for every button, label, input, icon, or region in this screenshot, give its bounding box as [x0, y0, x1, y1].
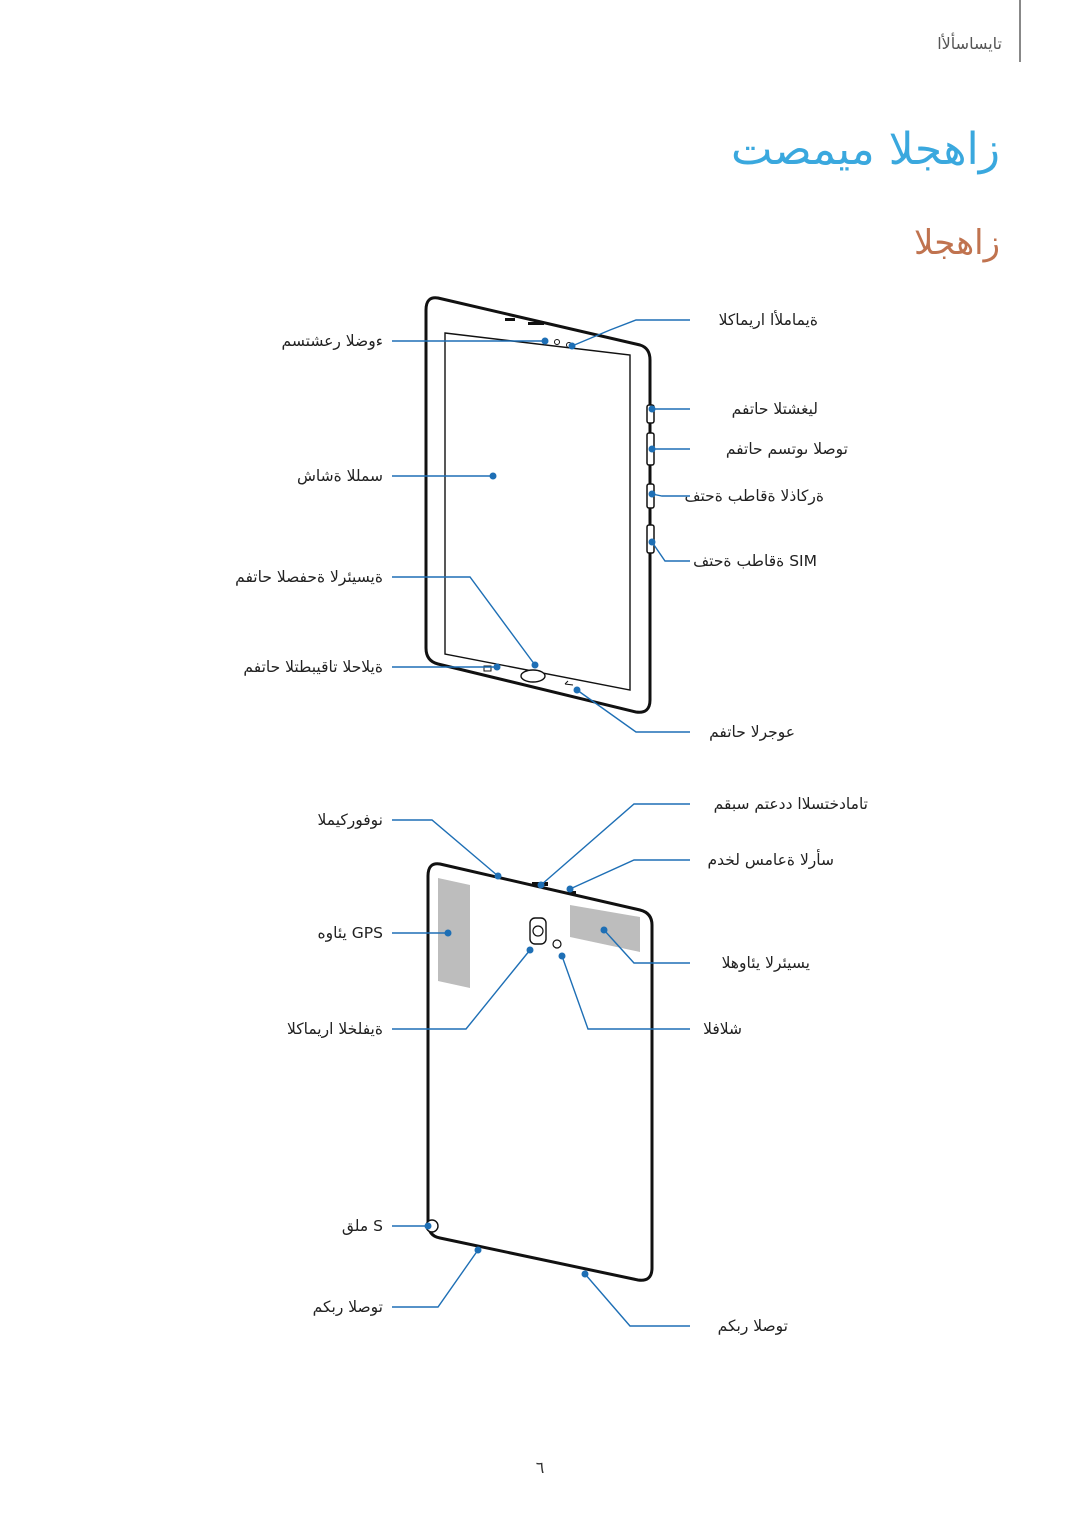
flash [552, 939, 562, 949]
label-rear-camera: ةيفلخلا اريماكلا [286, 1020, 383, 1038]
label-headset-jack: سأرلا ةعامس لخدم [707, 851, 834, 869]
page-title: زاهجلا ميمصت [731, 124, 1000, 175]
label-memory-card-slot: ةركاذلا ةقاطب ةحتف [684, 487, 824, 505]
label-front-camera: ةيماملأا اريماكلا [718, 311, 818, 329]
label-gps-antenna: GPS يئاوه [317, 924, 383, 942]
label-s-pen: S ملق [341, 1217, 383, 1235]
tablet-back [425, 862, 654, 1282]
header-divider [1019, 0, 1021, 62]
back-callout-lines [392, 803, 690, 1327]
label-speaker-left: توصلا ربكم [312, 1298, 383, 1316]
label-home-key: ةيسيئرلا ةحفصلا حاتفم [235, 568, 383, 586]
label-speaker-right: توصلا ربكم [717, 1317, 788, 1335]
label-multipurpose-jack: تامادختسلاا ددعتم سبقم [713, 795, 868, 813]
recent-apps-key [483, 665, 492, 672]
section-label: تايساسألأا [937, 34, 1002, 53]
label-main-antenna: يسيئرلا يئاوهلا [721, 954, 810, 972]
label-power-key: ليغشتلا حاتفم [731, 400, 818, 418]
page-subtitle: زاهجلا [913, 223, 1000, 263]
label-flash: شلافلا [703, 1020, 742, 1038]
front-callout-dots [489, 337, 656, 694]
front-callout-lines [392, 319, 690, 733]
back-callout-dots [424, 872, 608, 1278]
label-recent-apps-key: ةيلاحلا تاقيبطتلا حاتفم [243, 658, 383, 676]
page-number: ٦ [535, 1458, 545, 1477]
label-back-key: عوجرلا حاتفم [709, 723, 795, 741]
touchscreen-panel [444, 332, 631, 691]
label-light-sensor: ءوضلا رعشتسم [281, 332, 384, 350]
label-volume-key: توصلا ىوتسم حاتفم [725, 440, 848, 458]
home-key [520, 669, 546, 683]
gps-antenna-area [438, 878, 470, 988]
label-microphone: نوفوركيملا [317, 811, 384, 829]
tablet-front [424, 296, 655, 714]
label-sim-card-slot: SIM ةقاطب ةحتف [693, 552, 817, 570]
label-touchscreen: سمللا ةشاش [296, 467, 383, 485]
back-key [564, 680, 574, 686]
